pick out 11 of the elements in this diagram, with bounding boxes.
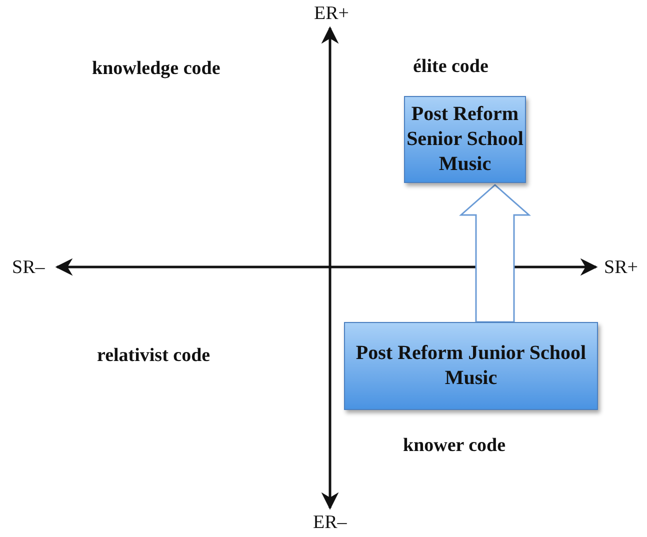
axis-label: SR+ [604,257,638,279]
quadrant-label: knower code [403,435,506,457]
quadrant-label: relativist code [97,345,210,367]
axis-label: ER– [313,512,347,534]
quadrant-label: élite code [413,56,488,78]
process-box: Post Reform Junior School Music [344,322,598,410]
process-box: Post Reform Senior School Music [404,96,526,183]
axis-label: SR– [12,257,45,279]
block-arrow [459,184,531,323]
quadrant-label: knowledge code [92,58,220,80]
axis-label: ER+ [314,3,349,25]
